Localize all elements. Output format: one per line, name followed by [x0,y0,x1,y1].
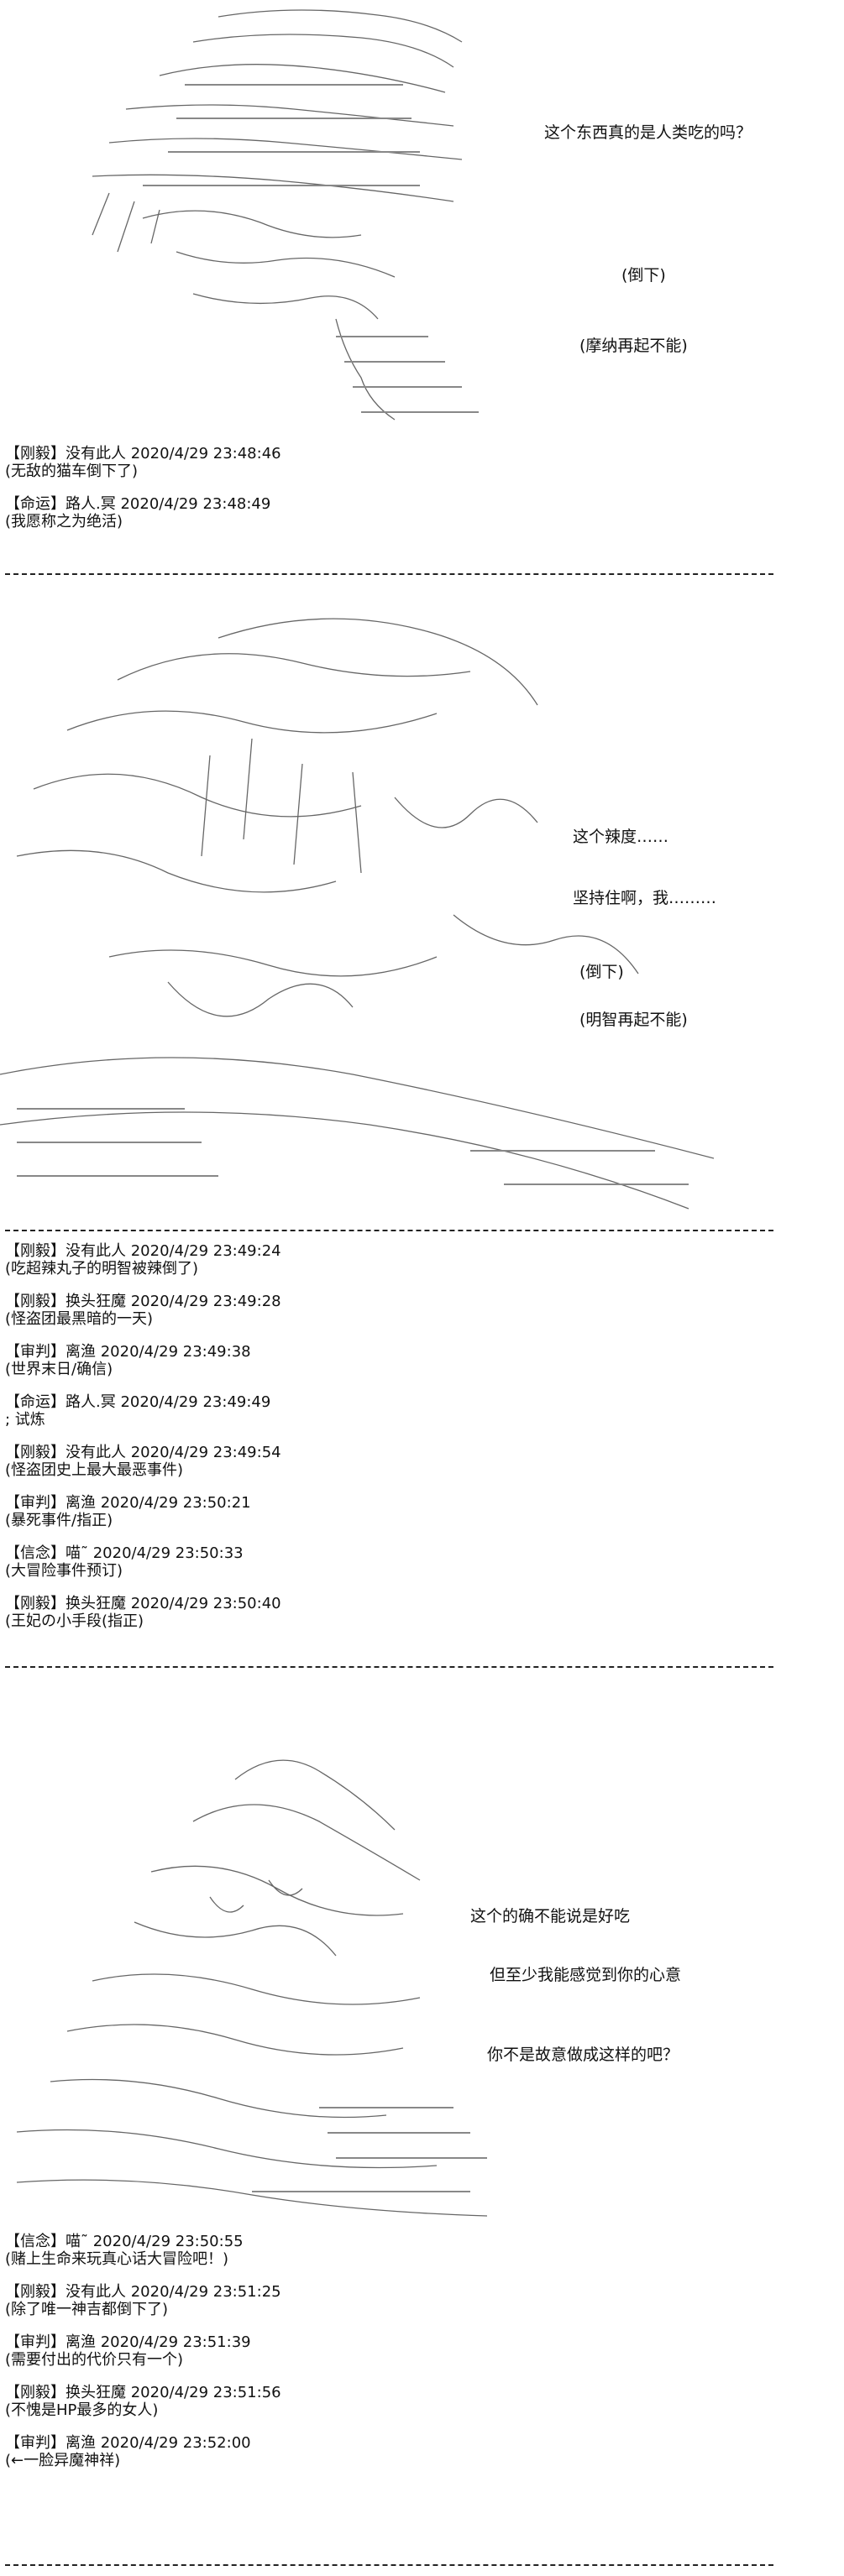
separator-1 [5,573,773,575]
entry-role: 【信念】 [5,1544,66,1562]
panel-2-aside-1: 这个辣度…… [573,828,669,846]
entry-text: (除了唯一神吉都倒下了) [5,2301,169,2318]
entry-user: 喵˜ [66,1544,88,1562]
entry-user: 没有此人 [66,1242,126,1260]
entry-time: 2020/4/29 23:49:54 [130,1444,281,1461]
entry-role: 【刚毅】 [5,1444,66,1461]
entry-user: 路人.冥 [66,1393,116,1411]
chat-entry: 【刚毅】换头狂魔 2020/4/29 23:50:40 (王妃の小手段(指正) [5,1595,836,1630]
entry-time: 2020/4/29 23:52:00 [100,2434,251,2452]
entry-time: 2020/4/29 23:50:40 [130,1595,281,1612]
entry-text: ; 试炼 [5,1411,45,1429]
entry-text: (暴死事件/指正) [5,1512,113,1529]
entry-text: (我愿称之为绝活) [5,513,123,530]
chat-entry: 【刚毅】没有此人 2020/4/29 23:51:25 (除了唯一神吉都倒下了) [5,2283,836,2318]
entry-time: 2020/4/29 23:50:55 [92,2233,244,2250]
entry-user: 喵˜ [66,2233,88,2250]
entry-time: 2020/4/29 23:49:28 [130,1293,281,1310]
chat-entry: 【审判】离渔 2020/4/29 23:50:21 (暴死事件/指正) [5,1494,836,1529]
ascii-art-panel-1 [59,0,563,424]
entry-text: (需要付出的代价只有一个) [5,2351,184,2369]
entry-text: (不愧是HP最多的女人) [5,2401,159,2419]
entry-time: 2020/4/29 23:48:46 [130,445,281,462]
entry-role: 【命运】 [5,495,66,513]
entry-time: 2020/4/29 23:51:39 [100,2333,251,2351]
ascii-art-panel-2 [0,604,714,1217]
entry-text: (世界末日/确信) [5,1361,113,1378]
entry-time: 2020/4/29 23:50:33 [92,1544,244,1562]
entry-user: 没有此人 [66,1444,126,1461]
panel-3-aside-1: 这个的确不能说是好吃 [470,1907,631,1925]
chat-entry: 【审判】离渔 2020/4/29 23:51:39 (需要付出的代价只有一个) [5,2333,836,2369]
panel-1-aside-2: (倒下) [621,266,666,285]
chat-entry: 【刚毅】换头狂魔 2020/4/29 23:49:28 (怪盗团最黑暗的一天) [5,1293,836,1328]
chat-entry: 【刚毅】换头狂魔 2020/4/29 23:51:56 (不愧是HP最多的女人) [5,2384,836,2419]
chat-entry: 【审判】离渔 2020/4/29 23:52:00 (←一脸异魔神祥) [5,2434,836,2469]
entry-text: (大冒险事件预订) [5,1562,123,1580]
entry-role: 【审判】 [5,1343,66,1361]
entry-user: 离渔 [66,2333,96,2351]
chat-entry: 【命运】路人.冥 2020/4/29 23:48:49 (我愿称之为绝活) [5,495,836,530]
entry-role: 【信念】 [5,2233,66,2250]
ascii-art-figure-3 [16,1759,488,2217]
entry-role: 【审判】 [5,2434,66,2452]
entry-time: 2020/4/29 23:51:25 [130,2283,281,2301]
entry-user: 换头狂魔 [66,1293,126,1310]
panel-3-aside-3: 你不是故意做成这样的吧？ [487,2046,679,2064]
chat-log-panel-3: 【信念】喵˜ 2020/4/29 23:50:55 (赌上生命来玩真心话大冒险吧… [5,2233,836,2485]
entry-text: (怪盗团史上最大最恶事件) [5,1461,184,1479]
chat-entry: 【审判】离渔 2020/4/29 23:49:38 (世界末日/确信) [5,1343,836,1378]
entry-time: 2020/4/29 23:49:38 [100,1343,251,1361]
separator-3 [5,2564,773,2566]
entry-role: 【审判】 [5,1494,66,1512]
entry-role: 【刚毅】 [5,2283,66,2301]
entry-role: 【刚毅】 [5,445,66,462]
chat-entry: 【刚毅】没有此人 2020/4/29 23:48:46 (无敌的猫车倒下了) [5,445,836,480]
ascii-art-figure-2 [0,618,714,1210]
entry-time: 2020/4/29 23:49:49 [120,1393,271,1411]
panel-2-aside-3: (倒下) [579,963,624,981]
chat-entry: 【命运】路人.冥 2020/4/29 23:49:49 ; 试炼 [5,1393,836,1429]
entry-role: 【刚毅】 [5,1242,66,1260]
entry-text: (←一脸异魔神祥) [5,2452,121,2469]
entry-user: 换头狂魔 [66,2384,126,2401]
chat-entry: 【刚毅】没有此人 2020/4/29 23:49:24 (吃超辣丸子的明智被辣倒… [5,1242,836,1278]
entry-time: 2020/4/29 23:48:49 [120,495,271,513]
entry-text: (怪盗团最黑暗的一天) [5,1310,154,1328]
panel-2-aside-2: 坚持住啊，我……… [573,889,717,907]
entry-role: 【审判】 [5,2333,66,2351]
entry-role: 【刚毅】 [5,1595,66,1612]
entry-time: 2020/4/29 23:49:24 [130,1242,281,1260]
chat-entry: 【信念】喵˜ 2020/4/29 23:50:55 (赌上生命来玩真心话大冒险吧… [5,2233,836,2268]
entry-role: 【刚毅】 [5,1293,66,1310]
separator-2 [5,1666,773,1668]
entry-user: 换头狂魔 [66,1595,126,1612]
ascii-art-panel-3 [0,1729,504,2224]
panel-3-aside-2: 但至少我能感觉到你的心意 [490,1966,682,1984]
chat-log-panel-2: 【刚毅】没有此人 2020/4/29 23:49:24 (吃超辣丸子的明智被辣倒… [5,1242,836,1645]
ascii-art-figure-1 [92,9,479,421]
entry-user: 离渔 [66,2434,96,2452]
separator-2-top [5,1230,773,1231]
chat-entry: 【刚毅】没有此人 2020/4/29 23:49:54 (怪盗团史上最大最恶事件… [5,1444,836,1479]
entry-time: 2020/4/29 23:50:21 [100,1494,251,1512]
entry-role: 【命运】 [5,1393,66,1411]
entry-user: 没有此人 [66,445,126,462]
entry-text: (吃超辣丸子的明智被辣倒了) [5,1260,199,1278]
entry-time: 2020/4/29 23:51:56 [130,2384,281,2401]
entry-user: 离渔 [66,1494,96,1512]
entry-text: (赌上生命来玩真心话大冒险吧！) [5,2250,229,2268]
panel-1-aside-1: 这个东西真的是人类吃的吗？ [544,123,752,142]
chat-log-panel-1: 【刚毅】没有此人 2020/4/29 23:48:46 (无敌的猫车倒下了) 【… [5,445,836,546]
entry-text: (王妃の小手段(指正) [5,1612,144,1630]
panel-1-aside-3: (摩纳再起不能) [579,337,688,355]
entry-user: 路人.冥 [66,495,116,513]
entry-user: 离渔 [66,1343,96,1361]
panel-2-aside-4: (明智再起不能) [579,1011,688,1029]
entry-role: 【刚毅】 [5,2384,66,2401]
chat-entry: 【信念】喵˜ 2020/4/29 23:50:33 (大冒险事件预订) [5,1544,836,1580]
entry-text: (无敌的猫车倒下了) [5,462,139,480]
entry-user: 没有此人 [66,2283,126,2301]
